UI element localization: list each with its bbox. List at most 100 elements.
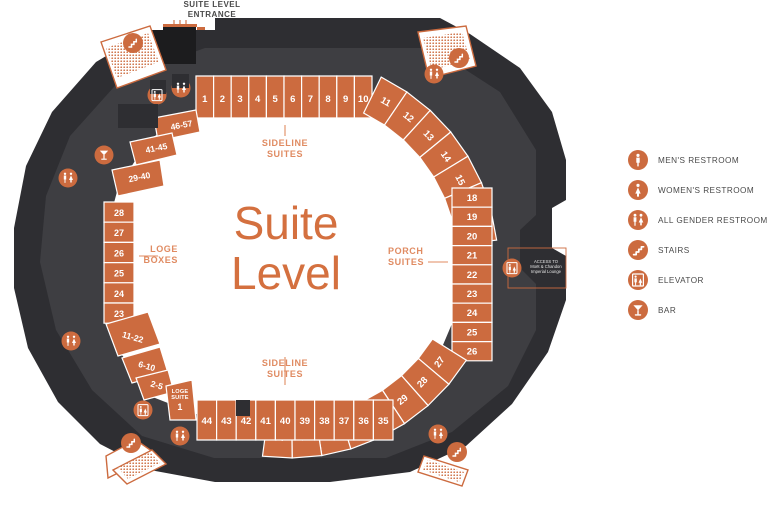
all-gender-restroom-icon-left[interactable] [58, 168, 78, 188]
legend-item-mens-restroom[interactable]: MEN'S RESTROOM [628, 145, 768, 175]
all-gender-restroom-icon-bottom-left[interactable] [170, 426, 190, 446]
suite-label: 24 [114, 289, 124, 299]
sideline-top-line-2: SUITES [266, 149, 304, 159]
all-gender-restroom-icon-left-glyph [63, 172, 73, 183]
suite-label: 21 [467, 251, 478, 262]
legend-item-bar[interactable]: BAR [628, 295, 768, 325]
suite-label: 9 [343, 94, 348, 105]
field-interior [104, 112, 464, 414]
elevator-icon [628, 270, 648, 290]
suite-label: 38 [319, 416, 330, 427]
suite-label: 19 [467, 212, 478, 223]
legend-item-label: BAR [658, 305, 677, 315]
porch-line-2: SUITES [388, 257, 425, 267]
bar-icon [628, 300, 648, 320]
loge-line-1: LOGE [150, 244, 178, 254]
suite-level-entrance-label: SUITE LEVEL ENTRANCE [162, 0, 262, 19]
sideline-bottom-line-2: SUITES [266, 369, 304, 379]
all-gender-restroom-icon-bottom-left-glyph [175, 430, 185, 441]
stairs-icon-bottom-right[interactable] [447, 442, 467, 462]
suite-label: 6-10 [137, 359, 157, 373]
suite-label: 26 [467, 347, 478, 358]
loge-suite-1-box[interactable] [165, 379, 197, 421]
legend-item-label: ELEVATOR [658, 275, 704, 285]
suite-cell[interactable] [372, 399, 394, 441]
suite-label: 28 [114, 208, 124, 218]
legend-item-all-gender-restroom[interactable]: ALL GENDER RESTROOM [628, 205, 768, 235]
lounge-access-line-2: Moët & Chandon [530, 264, 562, 270]
suite-label: 40 [280, 416, 291, 427]
legend: MEN'S RESTROOM WOMEN'S RESTROOM ALL GENDER… [628, 145, 768, 325]
elevator-icon-bottom-left[interactable] [133, 400, 153, 420]
suite-cell[interactable] [153, 109, 201, 142]
stair-ramp-bottom-right [417, 442, 469, 487]
suite-label: 6 [290, 94, 295, 105]
sideline-bottom-line-1: SIDELINE [261, 358, 309, 368]
legend-item-elevator[interactable]: ELEVATOR [628, 265, 768, 295]
suite-label: 25 [467, 327, 478, 338]
stairs-icon [628, 240, 648, 260]
suite-label: 18 [467, 193, 478, 204]
all-gender-restroom-icon-lower-left[interactable] [61, 331, 81, 351]
suite-label: 4 [255, 94, 261, 105]
suite-label: 22 [467, 270, 478, 281]
stairs-icon-bottom-left[interactable] [121, 433, 141, 453]
suite-label: 41 [260, 416, 271, 427]
suite-label: 42 [241, 416, 252, 427]
suite-label: 29-40 [128, 170, 152, 184]
suite-label: 43 [221, 416, 232, 427]
lounge-access-label: ACCESS TO Moët & Chandon Imperial Lounge [524, 259, 568, 275]
suite-label: 37 [339, 416, 350, 427]
all-gender-restroom-icon-top-right-glyph [429, 68, 439, 79]
legend-item-stairs[interactable]: STAIRS [628, 235, 768, 265]
legend-item-label: STAIRS [658, 245, 690, 255]
bar-icon-left-glyph [99, 150, 109, 160]
womens-restroom-icon [628, 180, 648, 200]
elevator-icon-lounge-glyph [506, 262, 518, 275]
suite-label: 7 [308, 94, 313, 105]
mens-restroom-icon [628, 150, 648, 170]
loge-box-lower-group: 11-226-102-5 [105, 311, 175, 401]
suite-label: 35 [378, 416, 389, 427]
stair-ramp-bottom-left [105, 433, 168, 485]
all-gender-restroom-icon-bottom-right[interactable] [428, 424, 448, 444]
stairs-icon-top-right[interactable] [449, 48, 469, 68]
suite-cell[interactable] [111, 159, 165, 197]
suite-label: 23 [114, 309, 124, 319]
suite-label: 1 [202, 94, 208, 105]
leader-lines [139, 125, 448, 385]
suite-cell[interactable] [105, 311, 161, 357]
loge-suite-line-2: SUITE [171, 395, 189, 402]
suite-label: 29 [395, 393, 410, 408]
loge-suite-number: 1 [177, 402, 183, 413]
suite-label: 5 [273, 94, 279, 105]
lounge-access-line-3: Imperial Lounge [530, 269, 562, 275]
legend-item-label: ALL GENDER RESTROOM [658, 215, 768, 225]
suite-label: 26 [114, 248, 124, 258]
suite-label: 41-45 [145, 141, 169, 155]
all-gender-restroom-icon-top-right[interactable] [424, 64, 444, 84]
legend-item-label: WOMEN'S RESTROOM [658, 185, 755, 195]
stair-ramp-top-left [100, 25, 167, 89]
all-gender-restroom-icon [628, 210, 648, 230]
title-line-1: Suite [233, 197, 339, 249]
sideline-suites-top-label: SIDELINE SUITES [245, 138, 325, 160]
sideline-suites-bottom-label: SIDELINE SUITES [245, 358, 325, 380]
suite-label: 27 [114, 228, 124, 238]
all-gender-restroom-icon-bottom-right-glyph [433, 428, 443, 439]
entrance-label-line-2: ENTRANCE [187, 9, 237, 19]
all-gender-restroom-icon-top-left-glyph [176, 82, 186, 93]
suite-label: 2-5 [149, 379, 164, 392]
legend-item-womens-restroom[interactable]: WOMEN'S RESTROOM [628, 175, 768, 205]
lounge-access-line-1: ACCESS TO [533, 259, 559, 264]
page-title: Suite Level [196, 198, 376, 298]
suite-cell[interactable] [129, 132, 178, 166]
elevator-icon-lounge[interactable] [502, 258, 522, 278]
loge-suite-line-1: LOGE [171, 389, 189, 395]
stairs-icon-top-left[interactable] [123, 33, 143, 53]
suite-label: 20 [467, 231, 478, 242]
